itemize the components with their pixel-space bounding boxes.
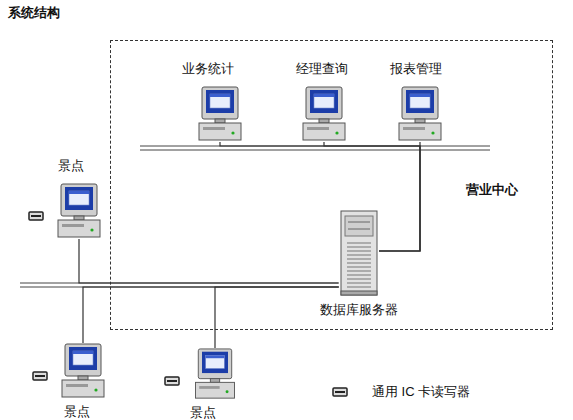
bus-line bbox=[140, 150, 490, 151]
node-label: 报表管理 bbox=[390, 60, 442, 78]
computer-node: 经理查询 bbox=[301, 86, 347, 142]
computer-icon bbox=[192, 348, 238, 400]
node-label: 景点 bbox=[190, 404, 216, 420]
computer-icon bbox=[301, 86, 347, 142]
computer-node: 业务统计 bbox=[197, 86, 243, 142]
computer-node: 景点 bbox=[56, 183, 102, 239]
ic-reader-icon bbox=[164, 376, 180, 386]
business-center-group: 营业中心业务统计经理查询报表管理数据库服务器 bbox=[110, 40, 553, 330]
group-label: 营业中心 bbox=[466, 181, 518, 199]
node-label: 景点 bbox=[58, 157, 84, 175]
network-line bbox=[83, 287, 339, 343]
network-line bbox=[215, 287, 339, 348]
ic-reader-icon bbox=[28, 211, 44, 221]
node-label: 经理查询 bbox=[296, 60, 348, 78]
network-line bbox=[79, 239, 339, 283]
node-label: 景点 bbox=[64, 403, 90, 420]
computer-icon bbox=[197, 86, 243, 142]
computer-node: 景点 bbox=[192, 348, 238, 400]
network-line bbox=[379, 142, 420, 251]
computer-icon bbox=[397, 86, 443, 142]
legend-text: 通用 IC 卡读写器 bbox=[372, 383, 470, 401]
legend-item: 通用 IC 卡读写器 bbox=[332, 383, 470, 401]
node-label: 业务统计 bbox=[182, 60, 234, 78]
network-line bbox=[220, 142, 420, 251]
network-line bbox=[324, 142, 420, 251]
legend-swatch bbox=[332, 387, 348, 397]
computer-icon bbox=[56, 183, 102, 239]
ic-reader-icon bbox=[32, 371, 48, 381]
computer-icon bbox=[60, 343, 106, 399]
node-label: 数据库服务器 bbox=[320, 301, 398, 319]
server-icon bbox=[339, 209, 379, 297]
computer-node: 报表管理 bbox=[397, 86, 443, 142]
computer-node: 景点 bbox=[60, 343, 106, 399]
diagram-title: 系统结构 bbox=[8, 4, 60, 22]
database-server: 数据库服务器 bbox=[339, 209, 379, 297]
